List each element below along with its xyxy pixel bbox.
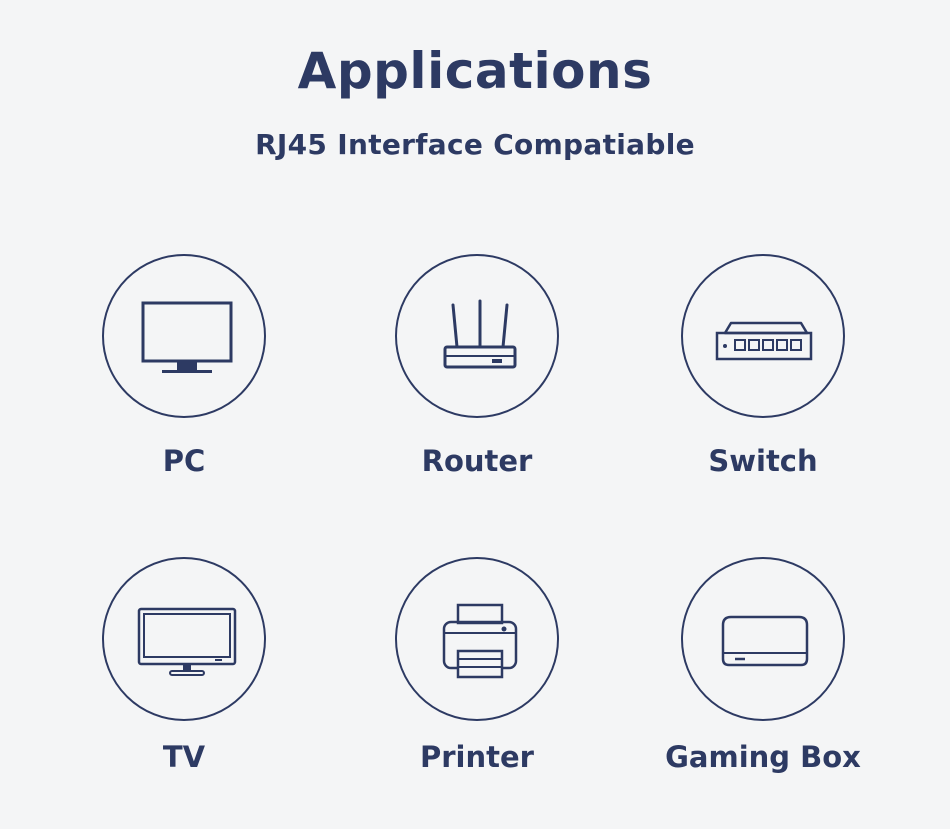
application-label: Router (421, 444, 533, 478)
application-label: Switch (708, 444, 818, 478)
printer-circle (395, 557, 559, 721)
page-subtitle: RJ45 Interface Compatiable (255, 128, 695, 161)
application-item-tv: TV (56, 557, 316, 817)
network-switch-icon (715, 321, 813, 361)
router-icon (443, 299, 517, 369)
application-item-printer: Printer (349, 557, 609, 817)
tv-icon (137, 607, 237, 676)
application-label: Printer (420, 740, 534, 774)
application-item-pc: PC (56, 254, 316, 514)
printer-icon (442, 603, 518, 679)
application-item-switch: Switch (635, 254, 895, 514)
gaming-box-circle (681, 557, 845, 721)
gaming-box-icon (721, 615, 809, 667)
application-label: Gaming Box (665, 740, 861, 774)
application-item-router: Router (349, 254, 609, 514)
router-circle (395, 254, 559, 418)
page-title: Applications (297, 42, 653, 100)
pc-circle (102, 254, 266, 418)
pc-monitor-icon (141, 301, 233, 373)
application-label: PC (162, 444, 206, 478)
application-label: TV (162, 740, 206, 774)
tv-circle (102, 557, 266, 721)
switch-circle (681, 254, 845, 418)
application-item-gaming-box: Gaming Box (635, 557, 895, 817)
